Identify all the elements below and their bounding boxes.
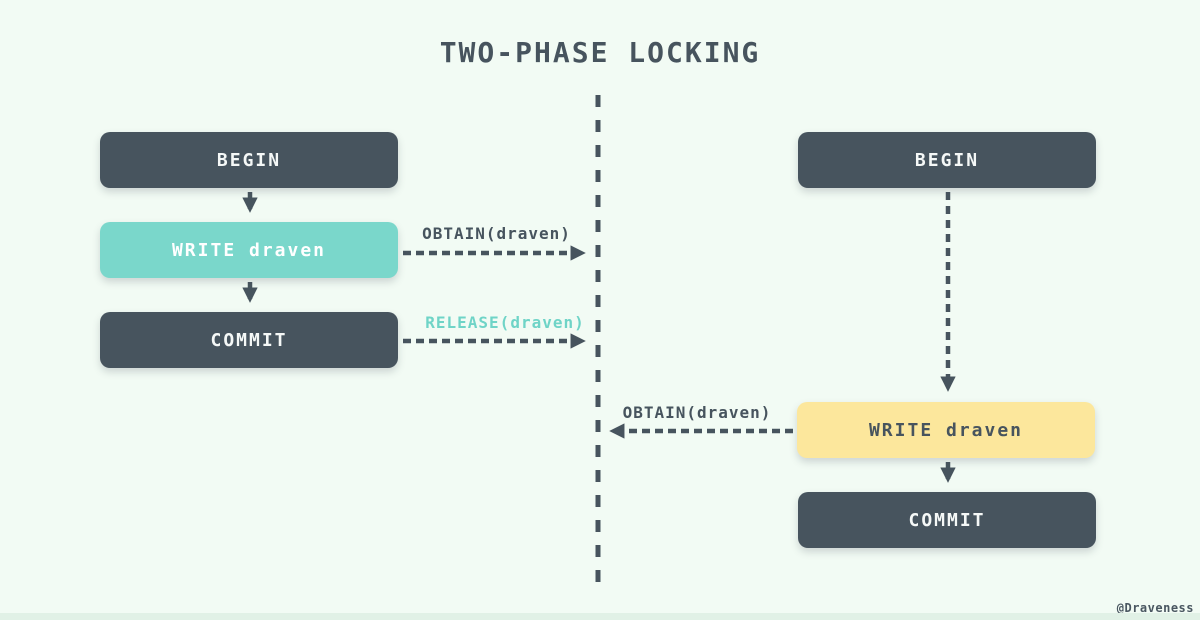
left-begin-box: BEGIN	[100, 132, 398, 188]
right-begin-label: BEGIN	[914, 149, 980, 171]
right-begin-box: BEGIN	[798, 132, 1096, 188]
left-write-label: WRITE draven	[171, 239, 327, 261]
left-commit-label: COMMIT	[210, 329, 288, 351]
right-commit-label: COMMIT	[908, 509, 986, 531]
watermark: @Draveness	[1116, 601, 1194, 615]
left-begin-label: BEGIN	[216, 149, 282, 171]
left-write-box: WRITE draven	[100, 222, 398, 278]
bottom-accent-band	[0, 613, 1200, 620]
right-obtain-edge-label: OBTAIN(draven)	[622, 403, 772, 422]
right-write-box: WRITE draven	[797, 402, 1095, 458]
diagram-title: TWO-PHASE LOCKING	[439, 36, 761, 69]
right-commit-box: COMMIT	[798, 492, 1096, 548]
left-obtain-edge-label: OBTAIN(draven)	[422, 224, 571, 243]
left-commit-box: COMMIT	[100, 312, 398, 368]
release-edge-label: RELEASE(draven)	[425, 313, 585, 332]
right-write-label: WRITE draven	[868, 419, 1024, 441]
